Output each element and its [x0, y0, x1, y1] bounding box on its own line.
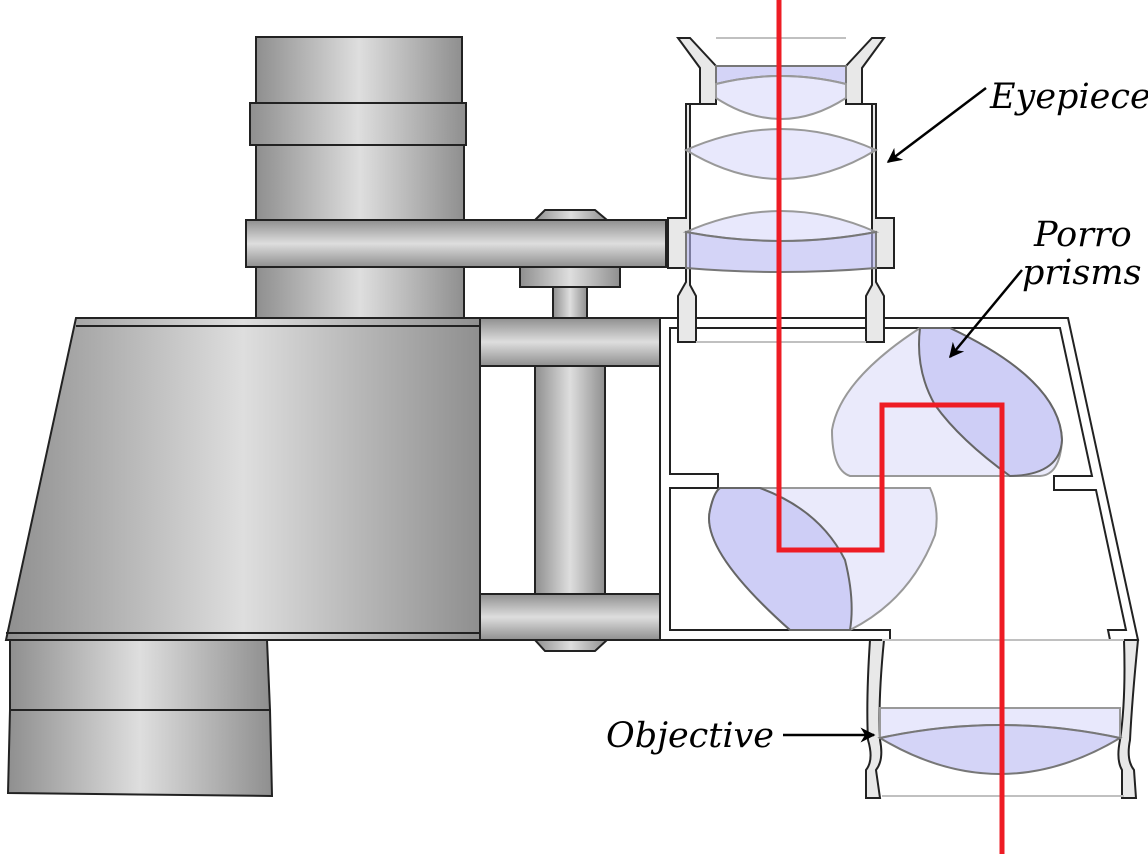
- label-eyepiece: Eyepiece: [989, 77, 1148, 117]
- center-hinge: [479, 209, 661, 652]
- lower-porro-prism-face: [708, 487, 853, 631]
- left-eyepiece-tube: [255, 144, 465, 226]
- focus-shaft: [534, 365, 606, 595]
- left-barrel-exterior: [4, 36, 667, 798]
- left-eyepiece-ring: [249, 102, 467, 146]
- label-porro-line2: prisms: [1022, 253, 1141, 293]
- focus-knob-top: [532, 209, 610, 221]
- label-objective: Objective: [606, 716, 774, 756]
- right-barrel-cutaway: [659, 37, 1140, 799]
- left-objective-lower: [6, 709, 274, 798]
- eyepiece-pointer-arrow: [886, 87, 987, 163]
- upper-porro-prism-face: [918, 327, 1064, 478]
- left-prism-housing: [4, 317, 481, 641]
- hinge-upper-block: [479, 317, 661, 367]
- focus-knob-collar: [519, 266, 621, 288]
- hinge-lower-block: [479, 593, 661, 641]
- focus-knob-bottom: [532, 639, 610, 652]
- left-objective-upper: [9, 639, 272, 711]
- left-eyepiece-lower: [255, 264, 465, 321]
- focus-shaft-upper: [552, 286, 588, 321]
- label-porro-line1: Porro: [1033, 215, 1132, 255]
- objective-wall-left: [865, 639, 886, 799]
- porro-pointer-arrow: [949, 269, 1023, 359]
- upper-bridge-arm: [245, 219, 667, 268]
- objective-wall-right: [1117, 639, 1140, 799]
- left-eyepiece-cap: [255, 36, 463, 104]
- light-ray-path: [776, 0, 1005, 854]
- eyepiece-wall-left: [667, 37, 717, 343]
- eyepiece-wall-right: [845, 37, 895, 343]
